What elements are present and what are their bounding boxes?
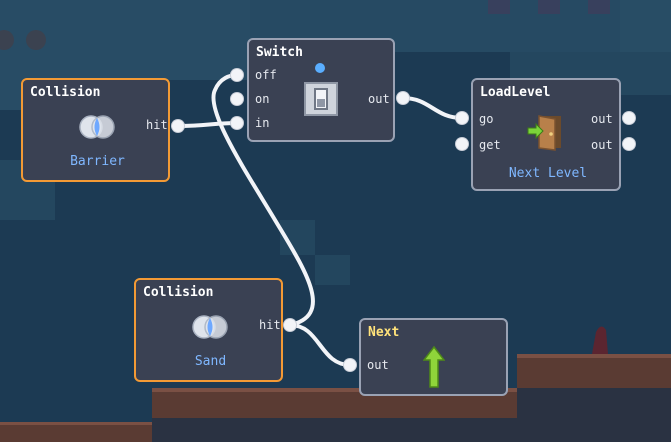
port-hit-output[interactable]	[172, 120, 184, 132]
node-title: LoadLevel	[480, 85, 551, 100]
switch-node[interactable]: Switch off on in out	[247, 38, 395, 142]
state-indicator-icon	[315, 63, 325, 73]
port-label-hit: hit	[146, 118, 168, 132]
port-on-input[interactable]	[231, 93, 243, 105]
port-label-in: in	[255, 116, 270, 130]
node-subtitle: Sand	[194, 354, 227, 369]
collision-lens-icon	[79, 115, 115, 139]
port-go-input[interactable]	[456, 112, 468, 124]
port-label-hit: hit	[259, 318, 281, 332]
port-label-out: out	[367, 358, 389, 372]
node-subtitle: Barrier	[70, 154, 125, 169]
node-title: Collision	[143, 285, 214, 300]
port-label-off: off	[255, 68, 277, 82]
switch-toggle-icon	[304, 82, 338, 116]
node-title: Next	[368, 325, 400, 340]
port-label-out: out	[368, 92, 390, 106]
port-label-on: on	[255, 92, 270, 106]
wire-barrier-hit-to-switch-in	[176, 121, 239, 128]
collision-sand-node[interactable]: Collision hit Sand	[134, 278, 283, 382]
node-title: Collision	[30, 85, 101, 100]
wire-switch-out-to-loadlevel-go	[401, 96, 464, 120]
wire-sand-hit-to-switch-off	[211, 73, 315, 327]
collision-barrier-node[interactable]: Collision hit Barrier	[21, 78, 170, 182]
port-label-get: get	[479, 138, 501, 152]
port-label-out: out	[591, 112, 613, 126]
port-label-go: go	[479, 112, 494, 126]
port-off-input[interactable]	[231, 69, 243, 81]
door-exit-icon	[527, 115, 561, 151]
up-arrow-icon	[423, 346, 445, 388]
port-hit-output[interactable]	[284, 319, 296, 331]
loadlevel-node[interactable]: LoadLevel go get out out Next Level	[471, 78, 621, 191]
collision-lens-icon	[192, 315, 228, 339]
wire-sand-hit-to-next	[288, 323, 352, 367]
port-out-output[interactable]	[623, 138, 635, 150]
node-title: Switch	[256, 45, 303, 60]
port-out-output[interactable]	[623, 112, 635, 124]
port-out-output[interactable]	[397, 92, 409, 104]
port-get-input[interactable]	[456, 138, 468, 150]
next-node[interactable]: Next out	[359, 318, 508, 396]
port-out-input[interactable]	[344, 359, 356, 371]
port-label-out: out	[591, 138, 613, 152]
node-subtitle: Next Level	[508, 166, 588, 181]
port-in-input[interactable]	[231, 117, 243, 129]
